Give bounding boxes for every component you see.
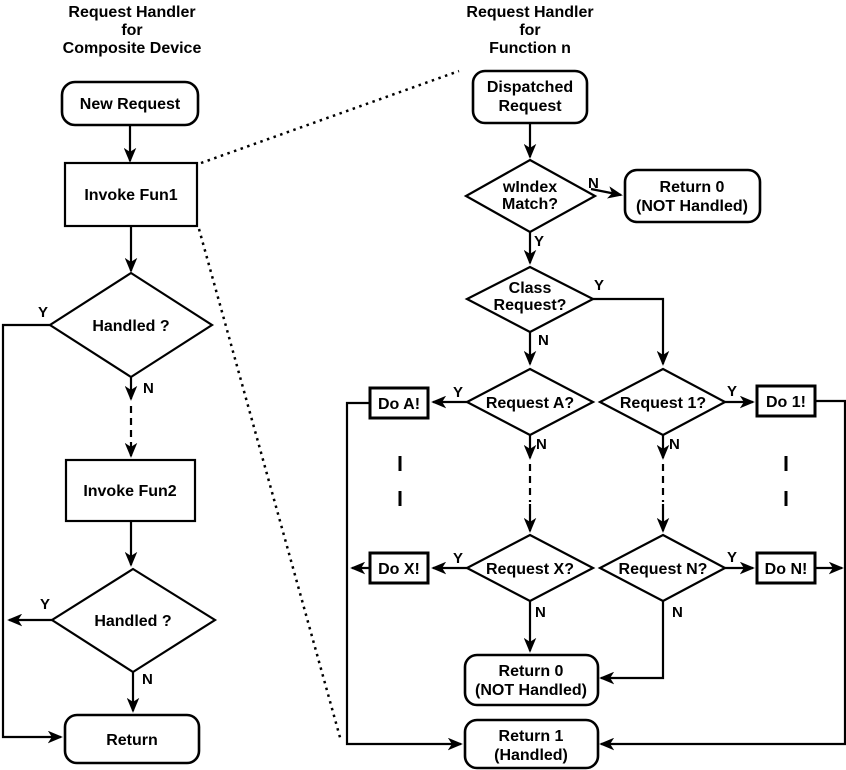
connector-class-yes-to-request1 (593, 297, 670, 366)
class-request-label-line-2: Request? (494, 297, 567, 314)
windex-match-label-line-2: Match? (502, 196, 558, 213)
do-1-label: Do 1! (766, 394, 806, 411)
left-chart-title-line-2: for (121, 22, 142, 39)
branch-label-y: Y (727, 383, 737, 400)
branch-label-y: Y (453, 550, 463, 567)
dispatched-request-label-line-2: Request (498, 98, 562, 115)
connector-do-a-to-return-1 (345, 401, 463, 751)
expansion-dotted-line-top (200, 69, 460, 165)
new-request-label: New Request (80, 96, 181, 113)
class-request-label-line-1: Class (509, 280, 552, 297)
expansion-dotted-line-bottom (197, 228, 343, 742)
return-0-bottom-label-line-1: Return 0 (499, 663, 564, 680)
branch-label-y: Y (727, 549, 737, 566)
return-node (63, 713, 201, 765)
invoke-fun2-label: Invoke Fun2 (83, 483, 176, 500)
request-x-label: Request X? (486, 561, 574, 578)
invoke-fun1-label: Invoke Fun1 (84, 187, 177, 204)
branch-label-n: N (143, 380, 154, 397)
dispatched-request-label-line-1: Dispatched (487, 79, 573, 96)
return-1-label-line-2: (Handled) (494, 747, 568, 764)
handled-1-label: Handled ? (92, 318, 169, 335)
branch-label-y: Y (40, 596, 50, 613)
return-0-top-label-line-2: (NOT Handled) (636, 198, 748, 215)
request-n-label: Request N? (619, 561, 708, 578)
request-1-label: Request 1? (620, 395, 706, 412)
do-n-label: Do N! (765, 561, 808, 578)
right-chart-title-line-2: for (519, 22, 540, 39)
left-chart-title-line-3: Composite Device (63, 40, 202, 57)
branch-label-n: N (538, 332, 549, 349)
branch-label-y: Y (38, 304, 48, 321)
return-0-not-handled-node-bottom (463, 653, 600, 707)
left-chart-title-line-1: Request Handler (68, 4, 195, 21)
branch-label-n: N (142, 671, 153, 688)
request-a-label: Request A? (486, 395, 574, 412)
branch-label-y: Y (453, 384, 463, 401)
return-0-bottom-label-line-2: (NOT Handled) (475, 682, 587, 699)
function-n-chart: Request Handler for Function n Dispatche… (345, 4, 846, 770)
connector-request-n-no-to-return-0 (599, 601, 665, 685)
do-x-label: Do X! (378, 561, 420, 578)
arrow-windex-no-to-return0-top (590, 186, 623, 199)
windex-match-label-line-1: wIndex (502, 179, 557, 196)
branch-label-n: N (588, 175, 599, 192)
branch-label-n: N (669, 436, 680, 453)
composite-device-chart: Request Handler for Composite Device New… (1, 4, 218, 765)
connector-do-1-to-return-1 (599, 399, 846, 751)
branch-label-n: N (535, 604, 546, 621)
branch-label-y: Y (534, 233, 544, 250)
right-chart-title-line-1: Request Handler (466, 4, 593, 21)
return-1-label-line-1: Return 1 (499, 728, 564, 745)
branch-label-n: N (672, 604, 683, 621)
return-0-not-handled-node-top (623, 168, 762, 224)
return-0-top-label-line-1: Return 0 (660, 179, 725, 196)
branch-label-n: N (536, 436, 547, 453)
branch-label-y: Y (594, 277, 604, 294)
connector-handled1-yes-to-return (1, 323, 63, 744)
return-label: Return (106, 732, 158, 749)
do-a-label: Do A! (378, 396, 420, 413)
right-chart-title-line-3: Function n (489, 40, 571, 57)
handled-2-label: Handled ? (94, 613, 171, 630)
return-1-handled-node (463, 718, 600, 770)
